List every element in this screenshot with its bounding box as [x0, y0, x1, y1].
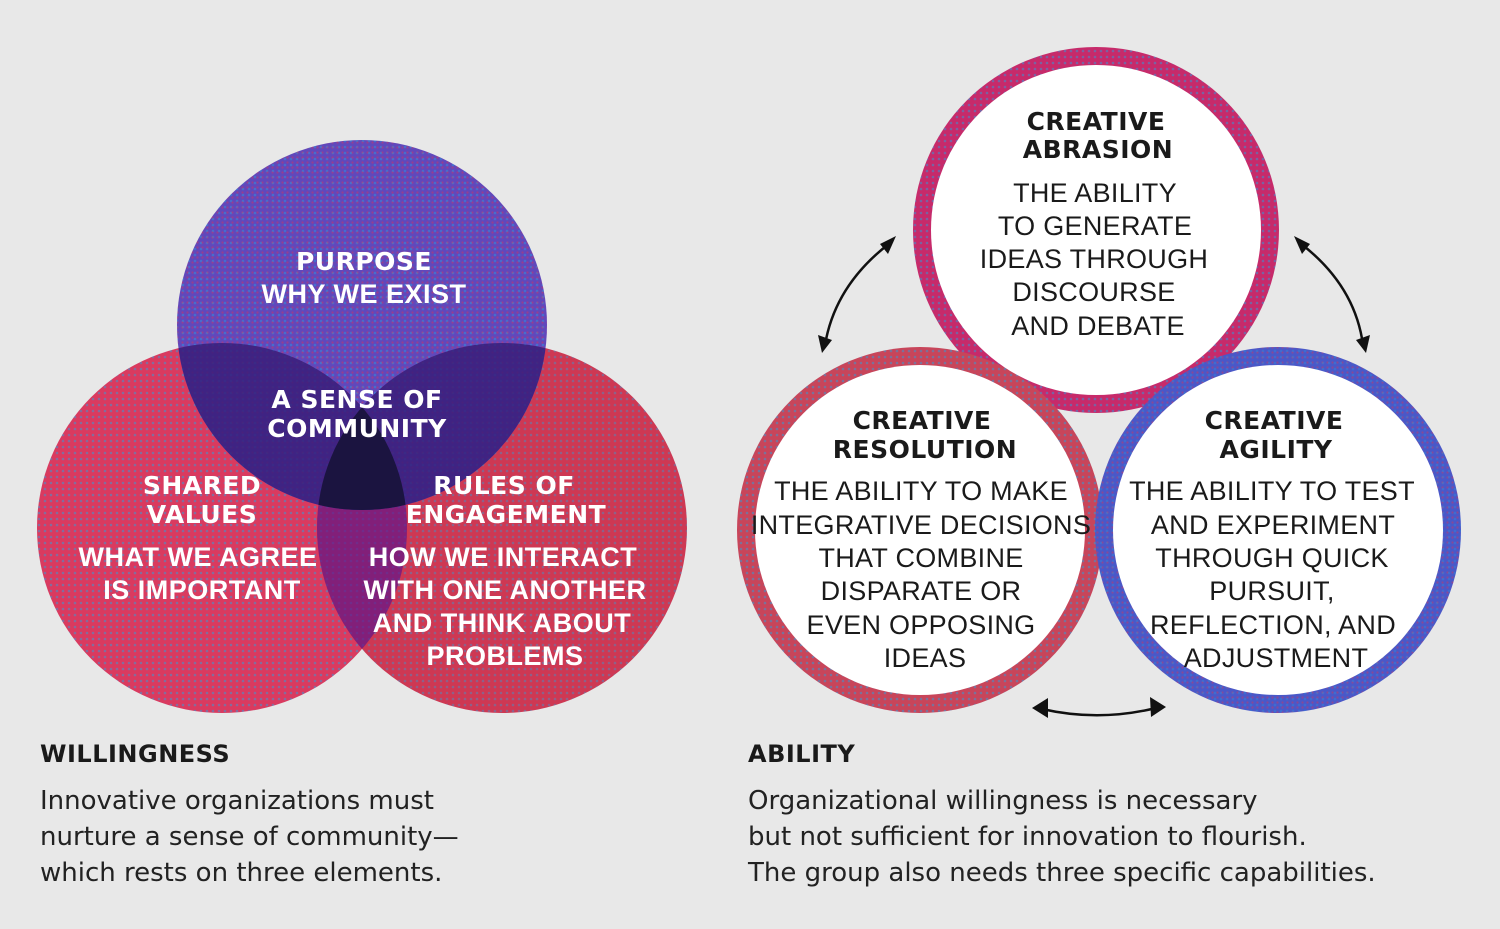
rules-title-line1: RULES OF [433, 471, 575, 500]
agility-body-line4: PURSUIT, [1209, 576, 1334, 606]
agility-title-line1: CREATIVE [1205, 406, 1344, 435]
agility-body-line6: ADJUSTMENT [1184, 643, 1369, 673]
ability-description: Organizational willingness is necessary … [748, 783, 1376, 891]
abrasion-body-line1: THE ABILITY [1013, 178, 1177, 208]
rules-body-line2: WITH ONE ANOTHER [364, 575, 647, 605]
ability-description-line3: The group also needs three specific capa… [748, 858, 1376, 888]
agility-body-line3: THROUGH QUICK [1155, 543, 1388, 573]
shared-values-title-line2: VALUES [147, 500, 257, 529]
willingness-heading: WILLINGNESS [40, 740, 231, 768]
resolution-body-line2: INTEGRATIVE DECISIONS [751, 510, 1091, 540]
resolution-body-line1: THE ABILITY TO MAKE [774, 476, 1068, 506]
resolution-body-line5: EVEN OPPOSING [807, 610, 1036, 640]
rules-body-line3: AND THINK ABOUT [373, 608, 631, 638]
abrasion-body-line4: DISCOURSE [1012, 277, 1175, 307]
rules-title-line2: ENGAGEMENT [406, 500, 606, 529]
shared-values-body-line2: IS IMPORTANT [103, 575, 301, 605]
arrow-abrasion-agility [1294, 236, 1370, 353]
abrasion-title-line2: ABRASION [1023, 135, 1173, 164]
resolution-body-line6: IDEAS [884, 643, 967, 673]
agility-body-line1: THE ABILITY TO TEST [1129, 476, 1415, 506]
purpose-title: PURPOSE [296, 247, 432, 276]
rules-body-line1: HOW WE INTERACT [369, 542, 637, 572]
abrasion-body-line5: AND DEBATE [1011, 311, 1185, 341]
shared-values-title-line1: SHARED [143, 471, 261, 500]
resolution-title-line1: CREATIVE [853, 406, 992, 435]
shared-values-body-line1: WHAT WE AGREE [79, 542, 318, 572]
community-title-line1: A SENSE OF [271, 385, 442, 414]
abrasion-title-line1: CREATIVE [1027, 107, 1166, 136]
resolution-body-line3: THAT COMBINE [818, 543, 1023, 573]
arrow-resolution-agility [1032, 697, 1166, 718]
rules-body-line4: PROBLEMS [426, 641, 583, 671]
resolution-title-line2: RESOLUTION [833, 435, 1017, 464]
arrow-abrasion-resolution [818, 236, 896, 353]
agility-title-line2: AGILITY [1219, 435, 1332, 464]
purpose-body: WHY WE EXIST [261, 279, 466, 309]
resolution-body-line4: DISPARATE OR [821, 576, 1022, 606]
abrasion-body-line3: IDEAS THROUGH [980, 244, 1208, 274]
ability-description-line1: Organizational willingness is necessary [748, 786, 1258, 816]
community-title-line2: COMMUNITY [267, 414, 447, 443]
ability-rings: CREATIVE ABRASION THE ABILITY TO GENERAT… [737, 47, 1461, 718]
agility-body-line2: AND EXPERIMENT [1151, 510, 1395, 540]
ability-heading: ABILITY [748, 740, 856, 768]
agility-body-line5: REFLECTION, AND [1150, 610, 1396, 640]
willingness-description: Innovative organizations must nurture a … [40, 783, 459, 891]
willingness-description-line1: Innovative organizations must [40, 786, 434, 816]
willingness-description-line2: nurture a sense of community— [40, 822, 459, 852]
willingness-description-line3: which rests on three elements. [40, 858, 443, 888]
abrasion-body-line2: TO GENERATE [998, 211, 1192, 241]
ability-description-line2: but not sufficient for innovation to flo… [748, 822, 1307, 852]
willingness-venn: PURPOSE WHY WE EXIST A SENSE OF COMMUNIT… [37, 140, 687, 713]
